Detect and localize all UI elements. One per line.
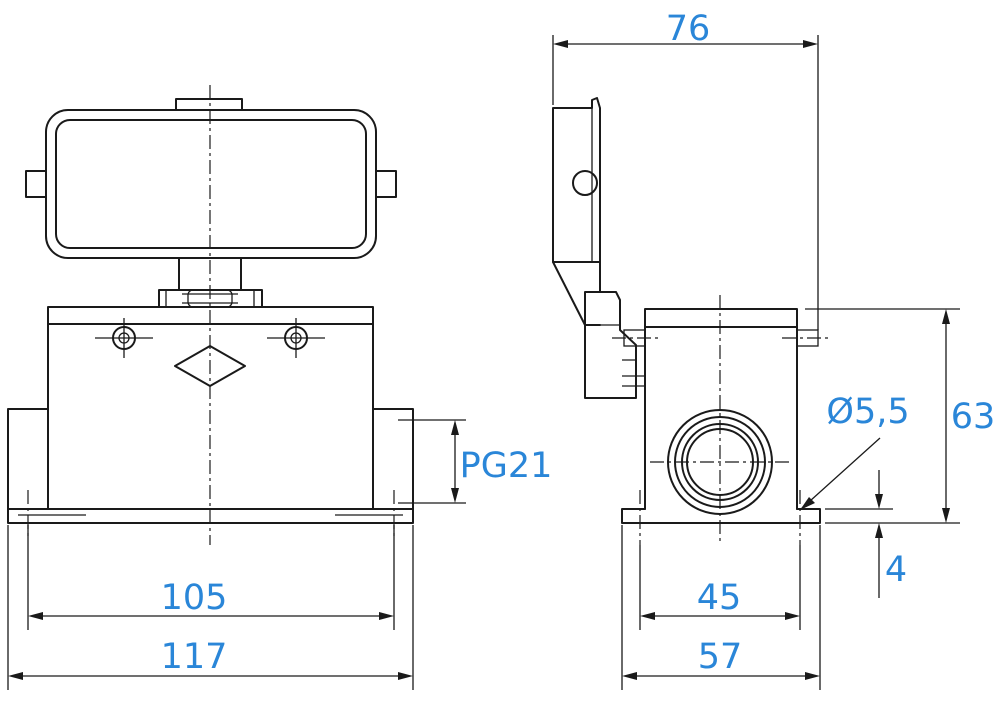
dimension-105-label: 105 [161, 578, 228, 618]
front-view [7, 85, 414, 545]
front-screw-left [95, 318, 153, 358]
dimension-4-label: 4 [885, 550, 907, 590]
dimension-pg21: PG21 [404, 419, 553, 504]
side-housing [612, 308, 830, 545]
dimension-57-label: 57 [698, 637, 743, 677]
dimension-76-label: 76 [666, 9, 711, 49]
side-view [552, 97, 830, 545]
dimension-45-label: 45 [697, 578, 742, 618]
side-cover [552, 97, 645, 399]
dimension-76: 76 [552, 9, 819, 330]
side-cable-entry [650, 409, 792, 515]
front-housing [7, 306, 414, 540]
pg21-label: PG21 [460, 446, 553, 486]
dimension-4: 4 [825, 470, 907, 598]
dimension-57: 57 [621, 525, 821, 690]
dimension-63-label: 63 [951, 397, 996, 437]
dimension-105: 105 [27, 525, 395, 630]
dimension-117: 117 [7, 525, 414, 690]
dimension-45: 45 [639, 545, 801, 630]
dimension-hole-diameter: Ø5,5 [799, 392, 910, 511]
dimension-63: 63 [805, 308, 996, 524]
front-screw-right [267, 318, 325, 358]
hole-diameter-label: Ø5,5 [826, 392, 909, 432]
dimension-117-label: 117 [161, 637, 228, 677]
front-cover [25, 98, 397, 308]
